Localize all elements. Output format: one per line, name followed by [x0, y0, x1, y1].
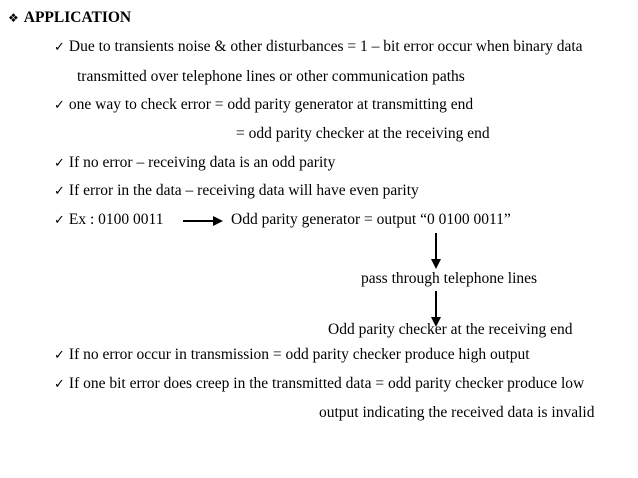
- bullet-text: one way to check error = odd parity gene…: [68, 96, 474, 113]
- diamond-bullet-icon: ❖: [8, 11, 19, 25]
- odd-parity-generator-text: Odd parity generator = output “0 0100 00…: [231, 211, 511, 228]
- bullet-transients-cont: transmitted over telephone lines or othe…: [77, 68, 465, 85]
- checkmark-icon: ✓: [54, 377, 65, 392]
- checkmark-icon: ✓: [54, 184, 65, 199]
- heading-text: APPLICATION: [23, 9, 132, 26]
- bullet-check-error: ✓one way to check error = odd parity gen…: [54, 96, 473, 115]
- bullet-one-bit-error: ✓If one bit error does creep in the tran…: [54, 375, 584, 394]
- bullet-transients: ✓Due to transients noise & other disturb…: [54, 38, 583, 57]
- right-arrow-icon: [183, 216, 223, 226]
- bullet-example: ✓Ex : 0100 0011: [54, 211, 163, 230]
- checkmark-icon: ✓: [54, 348, 65, 363]
- checkmark-icon: ✓: [54, 40, 65, 55]
- down-arrow-icon: [431, 233, 441, 269]
- checkmark-icon: ✓: [54, 98, 65, 113]
- example-value: Ex : 0100 0011: [68, 211, 164, 228]
- bullet-no-error: ✓If no error – receiving data is an odd …: [54, 154, 335, 173]
- telephone-lines-text: pass through telephone lines: [361, 270, 538, 287]
- section-heading: ❖ APPLICATION: [8, 9, 131, 27]
- bullet-check-error-cont: = odd parity checker at the receiving en…: [236, 125, 490, 142]
- odd-parity-checker-text: Odd parity checker at the receiving end: [328, 321, 573, 338]
- down-arrow-icon: [431, 291, 441, 327]
- bullet-text: If no error occur in transmission = odd …: [68, 346, 530, 363]
- bullet-text: Due to transients noise & other disturba…: [68, 38, 583, 55]
- bullet-text: If one bit error does creep in the trans…: [68, 375, 585, 392]
- bullet-text: If no error – receiving data is an odd p…: [68, 154, 336, 171]
- bullet-error: ✓If error in the data – receiving data w…: [54, 182, 419, 201]
- bullet-no-error-transmission: ✓If no error occur in transmission = odd…: [54, 346, 530, 365]
- bullet-one-bit-error-cont: output indicating the received data is i…: [319, 404, 595, 421]
- checkmark-icon: ✓: [54, 156, 65, 171]
- checkmark-icon: ✓: [54, 213, 65, 228]
- bullet-text: If error in the data – receiving data wi…: [68, 182, 419, 199]
